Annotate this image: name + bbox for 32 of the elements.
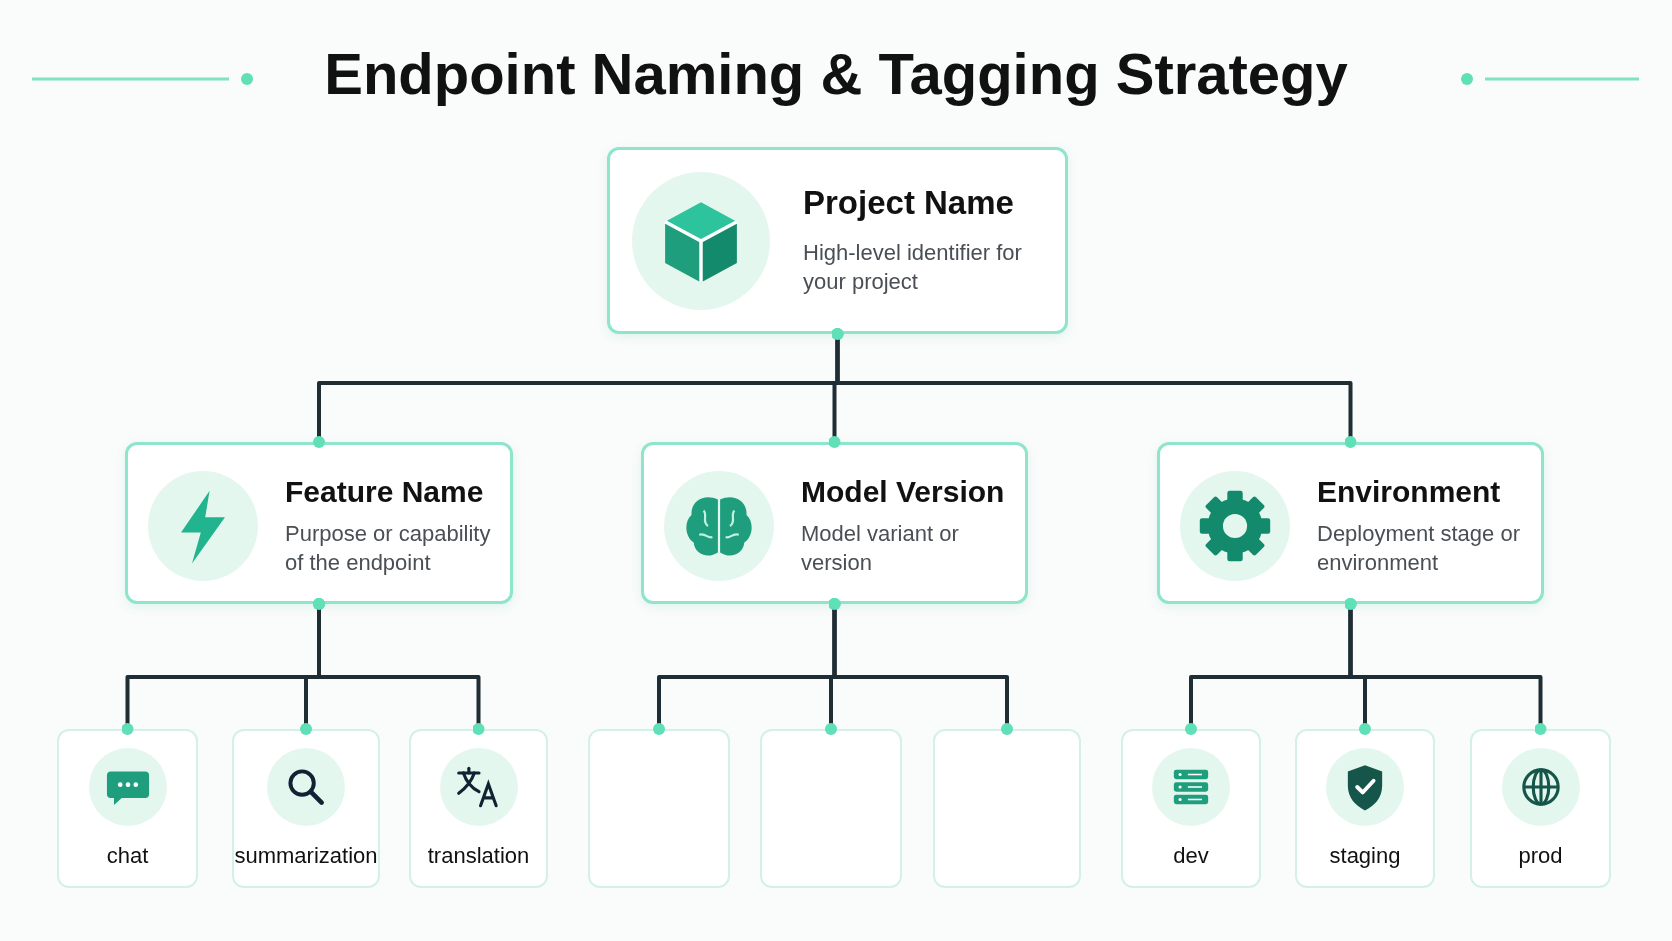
connector-line [313,598,485,735]
tag-card [232,729,380,888]
tag-card [933,729,1081,888]
card-heading: Environment [1317,475,1501,509]
tag-label: dev [1172,843,1210,869]
tag-card [588,729,730,888]
title: Endpoint Naming & Tagging Strategy [324,41,1348,106]
card-heading: Model Version [801,475,1005,509]
tag-card [57,729,198,888]
tag-label: chat [105,843,150,869]
card-description: Model variant or version [801,520,960,577]
card-description: High-level identifier for your project [803,239,1023,296]
tag-label: prod [1517,843,1564,869]
card-description: Deployment stage or environment [1317,520,1521,577]
connector-line [831,328,1357,448]
tag-card [1295,729,1435,888]
tag-card [1470,729,1611,888]
tag-label: translation [426,843,531,869]
category-card [125,442,513,604]
tag-card [760,729,902,888]
category-card [641,442,1028,604]
category-card [607,147,1068,334]
tag-card [409,729,548,888]
category-card [1157,442,1544,604]
tag-card [1121,729,1261,888]
card-heading: Feature Name [285,475,484,509]
tag-label: summarization [234,843,378,869]
connector-line [828,598,1013,735]
card-description: Purpose or capability of the endpoint [285,520,492,577]
tag-label: staging [1328,843,1402,869]
connector-line [1344,598,1547,735]
card-heading: Project Name [803,184,1014,222]
